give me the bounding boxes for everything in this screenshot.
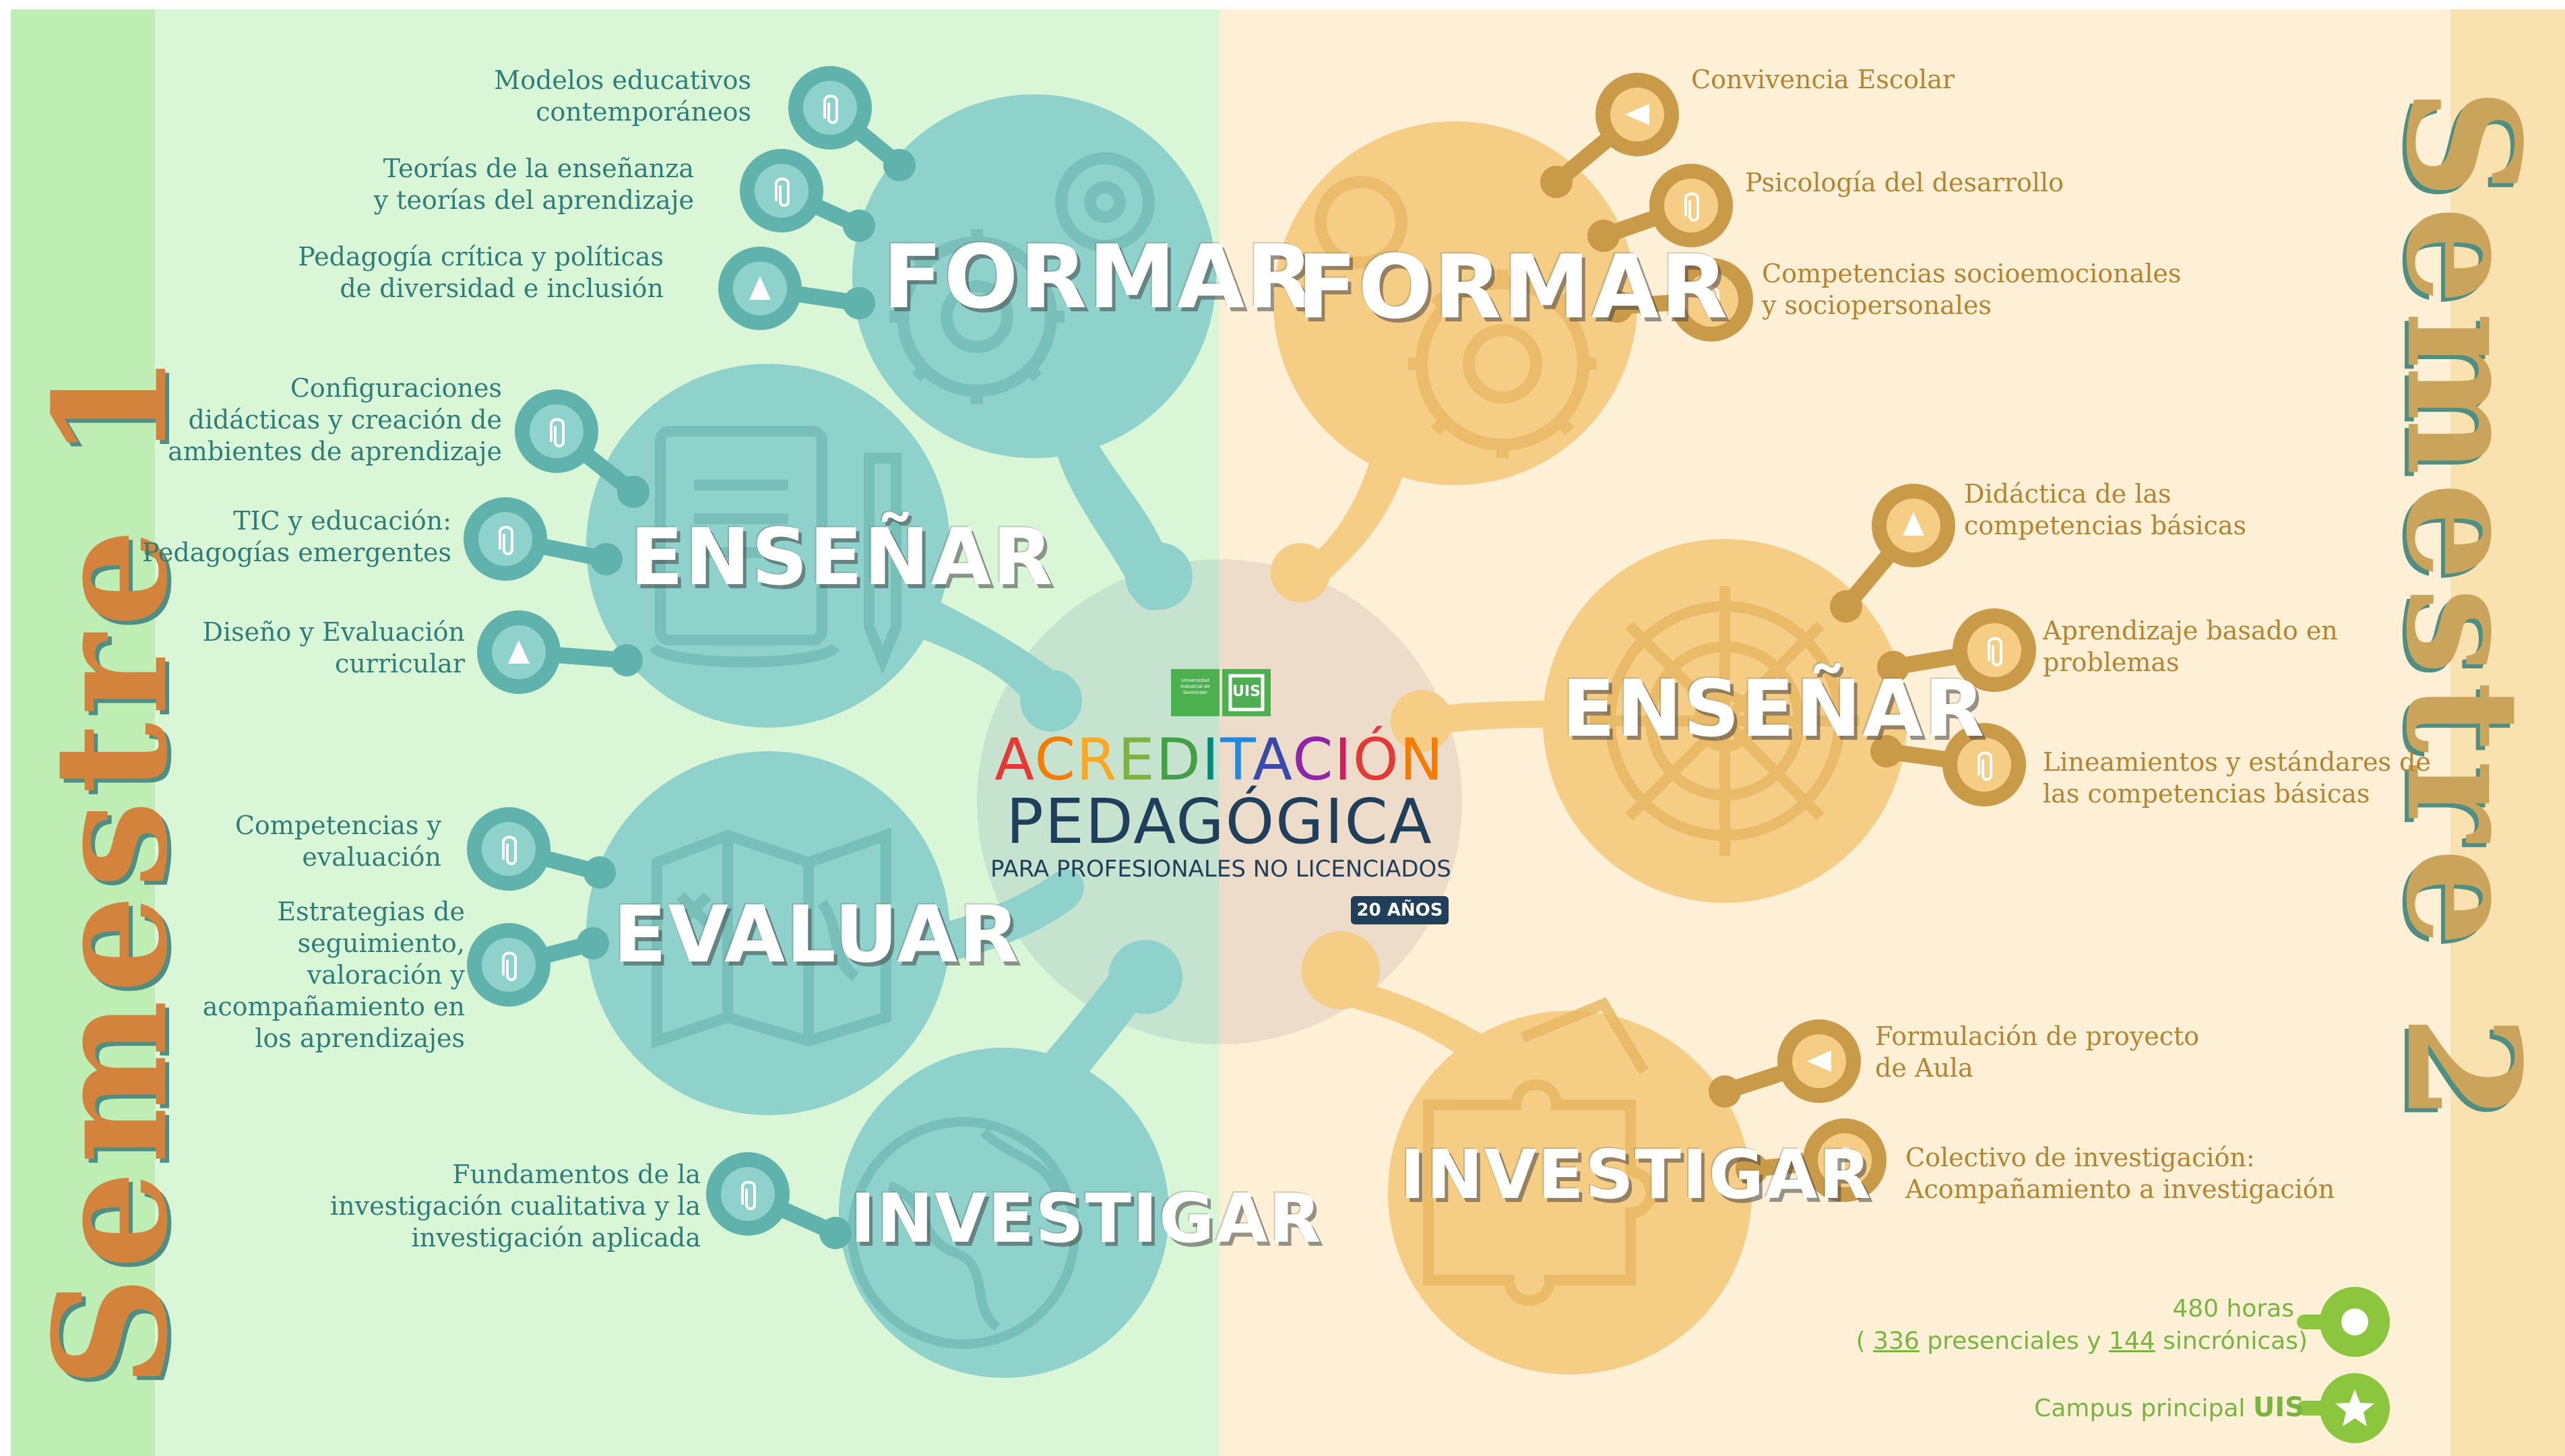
left-strip [0, 0, 155, 1456]
investigar-right-title: INVESTIGAR [1400, 1135, 1872, 1214]
center-title-line1: ACREDITACIÓN [994, 726, 1445, 794]
top-border [0, 0, 2565, 9]
globe-icon [848, 1117, 1079, 1349]
map-icon [652, 827, 891, 1049]
item-pedagogia-critica: Pedagogía crítica y políticas de diversi… [298, 242, 664, 303]
footer-presenciales-text: presenciales y [1919, 1327, 2109, 1355]
evaluar-title: EVALUAR [613, 889, 1021, 980]
item-formulacion-proyecto: Formulación de proyecto de Aula [1875, 1021, 2200, 1083]
item-aprendizaje-problemas: Aprendizaje basado en problemas [2043, 616, 2338, 677]
item-diseno-evaluacion: Diseño y Evaluación curricular [202, 617, 465, 678]
anniversary-badge: 20 AÑOS [1356, 900, 1443, 920]
footer-hours: 480 horas [2172, 1295, 2294, 1323]
left-nodes [464, 66, 916, 1249]
right-nodes [1540, 73, 2036, 1202]
logo-mark: UIS [1232, 683, 1261, 700]
item-lineamientos-estandares: Lineamientos y estándares de las compete… [2043, 747, 2431, 809]
formar-left-title: FORMAR [883, 226, 1315, 328]
footer-presenciales-num: 336 [1873, 1327, 1920, 1355]
footer-campus-brand: UIS [2252, 1392, 2304, 1423]
item-convivencia-escolar: Convivencia Escolar [1691, 65, 1955, 94]
item-configuraciones-didacticas: Configuraciones didácticas y creación de… [168, 373, 502, 466]
item-modelos-educativos: Modelos educativos contemporáneos [494, 65, 751, 127]
item-psicologia-desarrollo: Psicología del desarrollo [1745, 168, 2064, 197]
ensenar-left-title: ENSEÑAR [630, 512, 1054, 603]
gear-icon [889, 152, 1155, 404]
investigar-left-title: INVESTIGAR [850, 1179, 1323, 1258]
item-competencias-evaluacion: Competencias y evaluación [234, 811, 441, 872]
circle-icon [2297, 1287, 2390, 1357]
footer-breakdown: ( 336 presenciales y 144 sincrónicas) [1819, 1326, 2308, 1357]
footer-campus: Campus principal UIS [1954, 1392, 2304, 1424]
footer-paren: ( [1856, 1327, 1866, 1355]
right-strip [2450, 0, 2565, 1456]
item-competencias-socioemocionales: Competencias socioemocionales y socioper… [1762, 259, 2182, 320]
book-pencil-icon [649, 426, 901, 675]
uis-logo [1171, 669, 1271, 716]
gear-icon [1315, 176, 1597, 458]
left-border [0, 0, 11, 1456]
footer-sincronicas-num: 144 [2108, 1327, 2155, 1355]
footer-sincronicas-text: sincrónicas) [2155, 1327, 2308, 1355]
item-estrategias-seguimiento: Estrategias de seguimiento, valoración y… [202, 897, 465, 1053]
ensenar-right-title: ENSEÑAR [1562, 664, 1986, 755]
item-teorias-ensenanza: Teorías de la enseñanza y teorías del ap… [373, 154, 694, 215]
center-title-line2: PEDAGÓGICA [1006, 786, 1433, 858]
logo-university-text: Universidad Industrial de Santander [1180, 678, 1210, 695]
semester-right-label: Semestre 2 [2372, 88, 2554, 1129]
item-colectivo-investigacion: Colectivo de investigación: Acompañamien… [1905, 1143, 2335, 1204]
formar-right-title: FORMAR [1297, 236, 1730, 338]
anniversary-badge-bg [1351, 896, 1449, 924]
star-icon [2297, 1373, 2390, 1443]
puzzle-icon [1423, 996, 1656, 1306]
item-tic-educacion: TIC y educación: Pedagogías emergentes [142, 506, 451, 567]
center-subtitle: PARA PROFESIONALES NO LICENCIADOS [990, 856, 1451, 883]
footer-campus-text: Campus principal [2034, 1395, 2246, 1422]
item-didactica-competencias: Didáctica de las competencias básicas [1964, 479, 2246, 540]
item-fundamentos-investigacion: Fundamentos de la investigación cualitat… [330, 1160, 701, 1253]
ship-wheel-icon [1590, 586, 1860, 856]
